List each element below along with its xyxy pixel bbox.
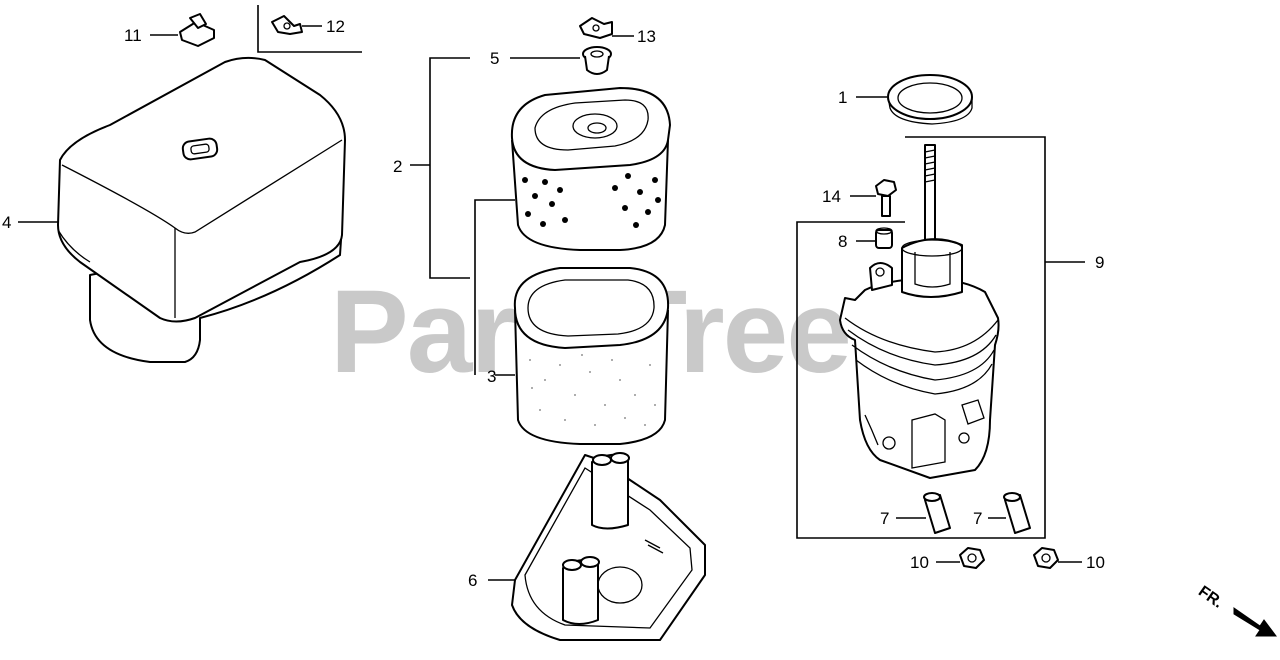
seal-ring-1[interactable] xyxy=(887,74,973,125)
callout-7a: 7 xyxy=(880,509,889,528)
callout-9: 9 xyxy=(1095,253,1104,272)
wing-nut-11[interactable] xyxy=(179,13,215,47)
front-direction-indicator: FR. xyxy=(1195,583,1277,637)
callout-6: 6 xyxy=(468,571,477,590)
arrow-right-icon xyxy=(1233,607,1277,637)
breather-tube-7a[interactable] xyxy=(923,492,951,534)
breather-tube-7b[interactable] xyxy=(1003,492,1031,534)
callout-7b: 7 xyxy=(973,509,982,528)
collar-8[interactable] xyxy=(875,227,893,249)
callout-13: 13 xyxy=(637,27,656,46)
foam-filter-element[interactable] xyxy=(513,267,670,445)
air-cleaner-case[interactable] xyxy=(511,452,706,641)
callout-14: 14 xyxy=(822,187,841,206)
callout-1: 1 xyxy=(838,88,847,107)
flange-bolt-14[interactable] xyxy=(875,179,897,217)
callout-10a: 10 xyxy=(910,553,929,572)
paper-filter-element[interactable] xyxy=(510,87,671,251)
air-cleaner-cover[interactable] xyxy=(57,56,346,363)
wing-nut-13[interactable] xyxy=(579,17,613,39)
callout-3: 3 xyxy=(487,367,496,386)
front-direction-label: FR. xyxy=(1195,583,1226,612)
callout-10b: 10 xyxy=(1086,553,1105,572)
callout-11: 11 xyxy=(124,26,142,45)
callout-4: 4 xyxy=(2,213,11,232)
wing-nut-12[interactable] xyxy=(271,15,303,35)
callout-2: 2 xyxy=(393,157,402,176)
flange-nut-10a[interactable] xyxy=(959,547,985,569)
grommet-5[interactable] xyxy=(582,46,612,75)
flange-nut-10b[interactable] xyxy=(1033,547,1059,569)
callout-8: 8 xyxy=(838,232,847,251)
callout-12: 12 xyxy=(326,17,345,36)
callout-5: 5 xyxy=(490,49,499,68)
air-cleaner-base[interactable] xyxy=(839,144,1000,479)
